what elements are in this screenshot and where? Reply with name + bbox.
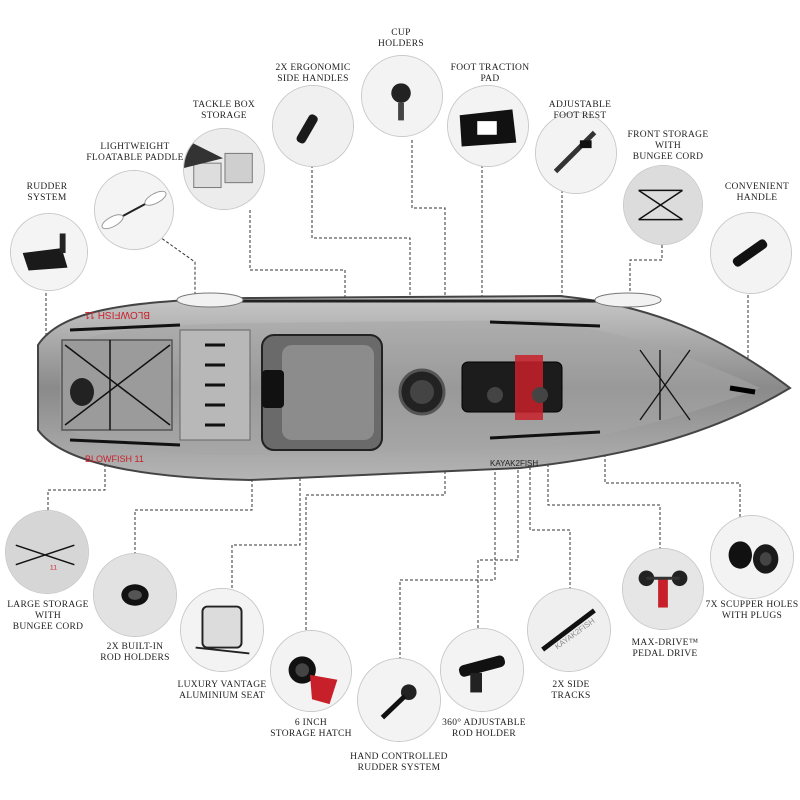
large-storage-thumb: 11: [5, 510, 89, 594]
brand-text: KAYAK2FISH: [490, 459, 538, 468]
tackle-box-thumb: [183, 128, 265, 210]
hand-rudder-thumb: [357, 658, 441, 742]
storage-hatch-thumb: [270, 630, 352, 712]
model-text-side: BLOWFISH 11: [85, 454, 144, 464]
convenient-handle-thumb: [710, 212, 792, 294]
pedal-drive-thumb: [622, 548, 704, 630]
paddle: [176, 292, 662, 308]
front-bungee: [639, 349, 691, 421]
rod-holders-thumb: [93, 553, 177, 637]
rear-bungee: [61, 339, 173, 431]
side-tracks: [69, 320, 601, 447]
cup-holders-thumb: [361, 55, 443, 137]
tackle-area: [179, 329, 251, 441]
hatch: [398, 368, 446, 416]
pedal-drive: [461, 355, 563, 420]
svg-text:11: 11: [50, 565, 57, 572]
side-tracks-thumb: KAYAK2FISH: [527, 588, 611, 672]
foot-traction-thumb: [447, 85, 529, 167]
paddle-thumb: [94, 170, 174, 250]
rudder-system-thumb: [10, 213, 88, 291]
scupper-plugs-thumb: [710, 515, 794, 599]
seat: [261, 334, 383, 451]
model-text-rear: BLOWFISH 11: [84, 309, 150, 320]
bow-handle: [729, 385, 756, 395]
adjustable-rod-holder-thumb: [440, 628, 524, 712]
front-storage-thumb: [623, 165, 703, 245]
side-handles-thumb: [272, 85, 354, 167]
seat-thumb: [180, 588, 264, 672]
foot-rest-thumb: [535, 112, 617, 194]
